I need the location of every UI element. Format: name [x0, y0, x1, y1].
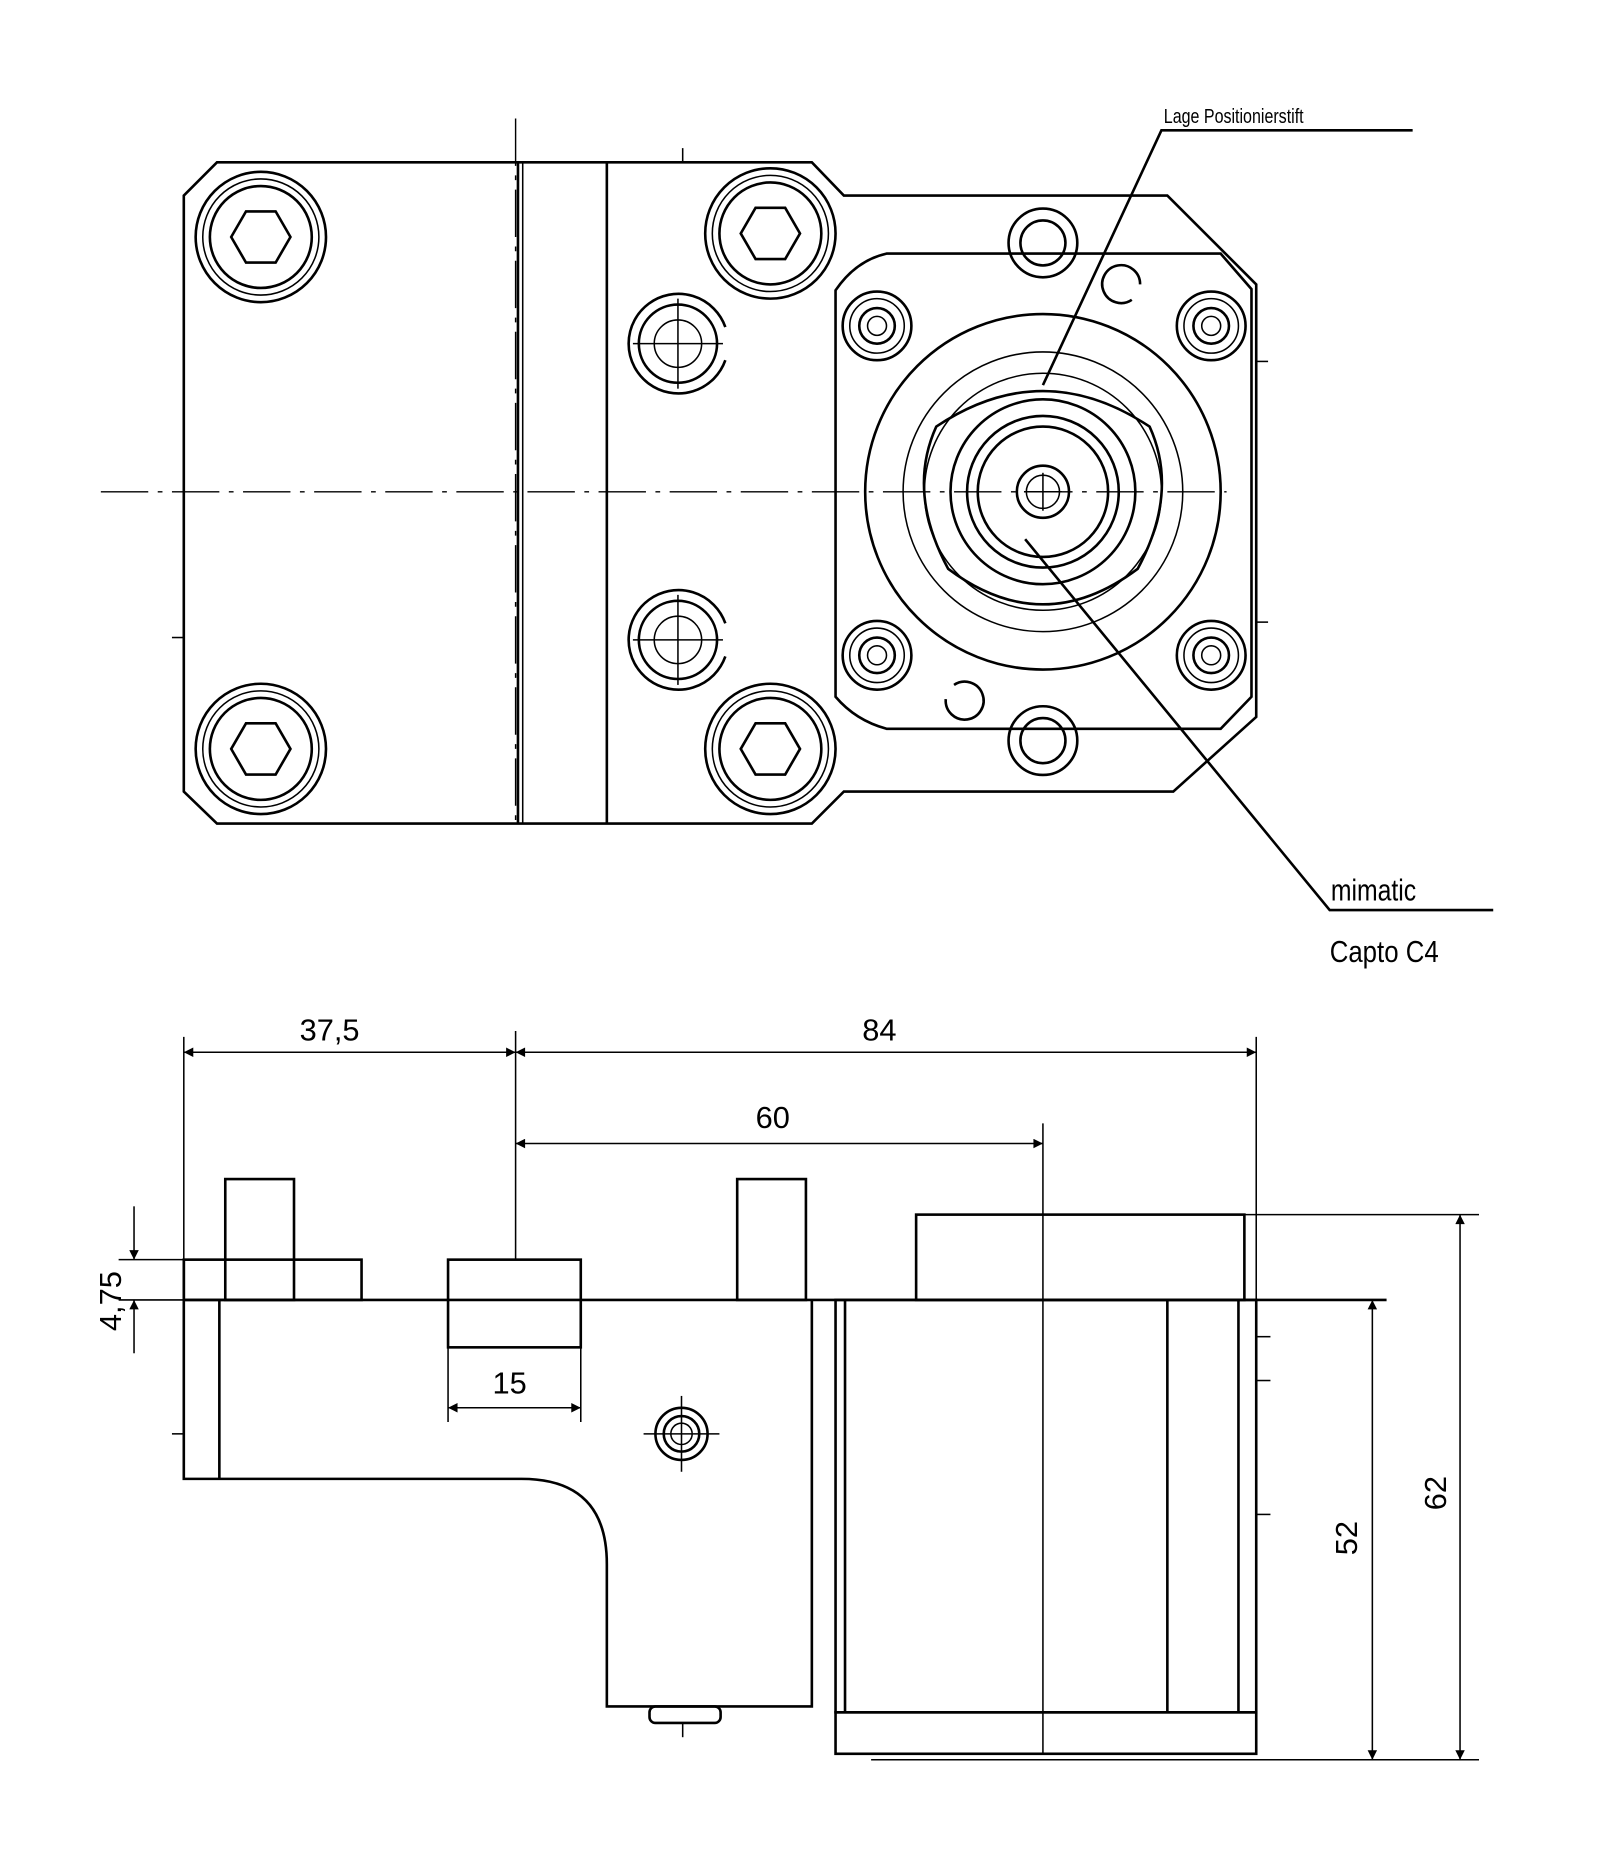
side-view: 37,5 84 60 15 4,7: [93, 1012, 1480, 1761]
center-block: [446, 1258, 583, 1349]
pin-icon: [627, 292, 727, 691]
capto-top: [914, 1213, 1246, 1302]
key-post: [223, 1177, 296, 1302]
dimension-37-5: 37,5: [300, 1012, 360, 1047]
dimension-84: 84: [862, 1012, 896, 1047]
top-view: Lage Positionierstift mimatic Capto C4: [100, 106, 1494, 969]
screw-icon: [643, 1395, 720, 1472]
spindle-housing: [834, 1298, 1258, 1714]
leader-line-pin: [1041, 129, 1413, 386]
dimension-15: 15: [493, 1366, 527, 1401]
right-post: [735, 1177, 808, 1302]
capto-interface: [863, 312, 1222, 671]
torx-screw-icon: [841, 290, 1247, 691]
dimension-60: 60: [756, 1100, 790, 1135]
label-capto-c4: Capto C4: [1330, 934, 1439, 969]
dimension-4-75: 4,75: [93, 1271, 128, 1331]
flange-outline: [834, 252, 1253, 731]
label-positioning-pin: Lage Positionierstift: [1164, 106, 1304, 128]
leader-line-capto: [1024, 538, 1494, 912]
dimension-62: 62: [1418, 1476, 1453, 1510]
hole-icon: [944, 207, 1142, 777]
dimension-52: 52: [1329, 1521, 1364, 1555]
bolt-icon: [194, 166, 837, 816]
label-mimatic: mimatic: [1331, 873, 1416, 908]
key-block: [182, 1258, 363, 1302]
housing-outline: [182, 161, 1258, 825]
body-outline: [182, 1259, 814, 1708]
